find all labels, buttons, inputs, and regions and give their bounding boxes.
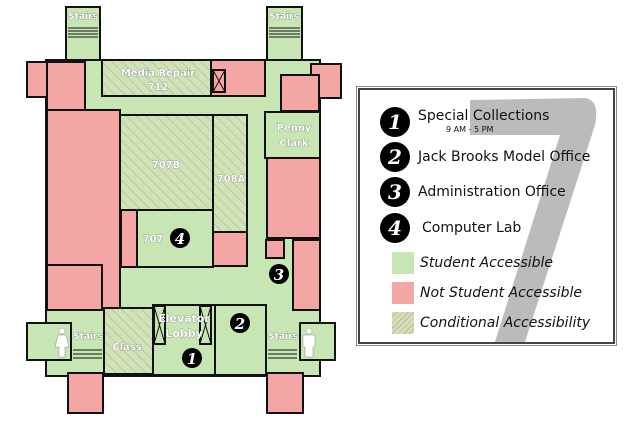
room-east-small xyxy=(265,239,285,259)
legend-item-model-office: 2 Jack Brooks Model Office xyxy=(380,142,590,172)
label-lobby: Lobby xyxy=(165,327,203,340)
key-conditional: Conditional Accessibility xyxy=(420,315,591,331)
label-elevator: Elevator xyxy=(158,312,210,325)
label-class: Class xyxy=(112,342,141,353)
women-restroom-icon xyxy=(54,327,70,358)
legend-label: Administration Office xyxy=(418,184,566,200)
label-712: 712 xyxy=(148,82,169,93)
label-penny: Penny xyxy=(277,123,312,134)
legend-label: Jack Brooks Model Office xyxy=(418,149,591,165)
label-stairs-se: Stairs xyxy=(268,332,298,342)
room-ne-pink xyxy=(280,74,320,112)
swatch-conditional xyxy=(392,312,414,334)
room-west-lower xyxy=(46,264,103,311)
room-east-lower xyxy=(292,239,321,311)
badge-1-icon: 1 xyxy=(380,107,410,137)
room-west-small xyxy=(120,209,138,268)
svg-text:3: 3 xyxy=(274,266,284,284)
room-penny-clark xyxy=(264,111,321,159)
legend-label: Computer Lab xyxy=(422,220,522,236)
label-stairs-ne: Stairs xyxy=(269,12,299,22)
room-class xyxy=(103,307,154,375)
key-student-accessible: Student Accessible xyxy=(420,255,554,271)
label-stairs-nw: Stairs xyxy=(68,12,98,22)
marker-4-computer-lab[interactable]: 4 xyxy=(170,228,190,248)
legend-hours: 9 AM - 5 PM xyxy=(446,125,494,134)
room-nw-pink xyxy=(46,61,86,111)
floor-plan-map: Stairs Stairs Stairs Stairs Media Repair… xyxy=(26,6,342,414)
room-se-tower xyxy=(266,372,304,414)
label-clark: Clark xyxy=(279,138,308,149)
label-707b: 707B xyxy=(152,160,181,171)
key-not-accessible: Not Student Accessible xyxy=(420,285,582,301)
badge-2-icon: 2 xyxy=(380,142,410,172)
swatch-not-accessible xyxy=(392,282,414,304)
label-708a: 708A xyxy=(217,174,246,185)
room-east-offices xyxy=(266,157,321,239)
svg-text:2: 2 xyxy=(234,315,245,333)
label-707: 707 xyxy=(143,234,164,245)
room-708-pink xyxy=(212,231,248,267)
label-media-repair: Media Repair xyxy=(121,68,195,79)
legend-label: Special Collections xyxy=(418,108,550,124)
marker-1-special-collections[interactable]: 1 xyxy=(182,348,202,368)
legend-item-computer-lab: 4 Computer Lab xyxy=(380,213,521,243)
badge-3-icon: 3 xyxy=(380,177,410,207)
label-stairs-sw: Stairs xyxy=(73,332,103,342)
room-708a xyxy=(212,114,248,233)
room-special-collections-office xyxy=(214,304,267,376)
room-sw-tower xyxy=(67,372,104,414)
svg-text:4: 4 xyxy=(175,230,185,248)
badge-4-icon: 4 xyxy=(380,213,410,243)
svg-text:1: 1 xyxy=(187,350,197,368)
marker-2-model-office[interactable]: 2 xyxy=(230,313,250,333)
swatch-student-accessible xyxy=(392,252,414,274)
room-712-media-repair xyxy=(101,59,212,97)
room-707b xyxy=(119,114,214,211)
marker-3-admin-office[interactable]: 3 xyxy=(269,264,289,284)
floor-number-watermark xyxy=(470,98,597,342)
legend-item-admin-office: 3 Administration Office xyxy=(380,177,566,207)
men-restroom-icon xyxy=(302,327,316,358)
